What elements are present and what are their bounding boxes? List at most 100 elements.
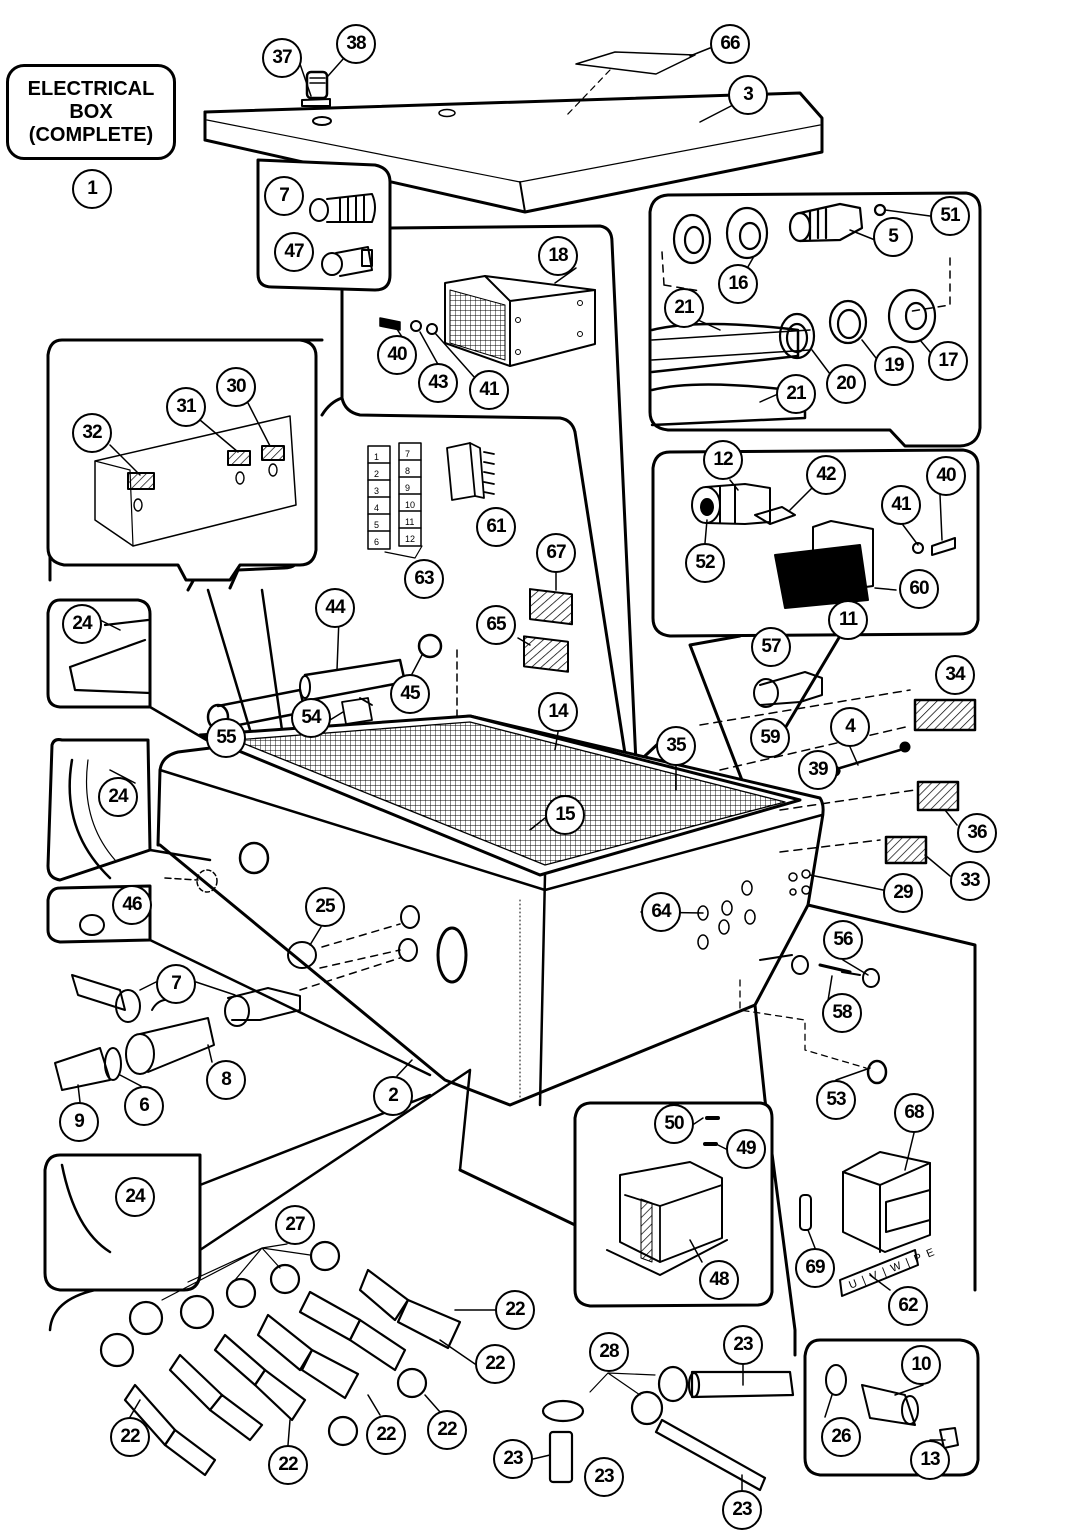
part-callout-58[interactable]: 58	[822, 993, 862, 1033]
part-callout-3[interactable]: 3	[728, 75, 768, 115]
part-callout-41[interactable]: 41	[469, 370, 509, 410]
part-callout-28[interactable]: 28	[589, 1332, 629, 1372]
part-callout-60[interactable]: 60	[899, 569, 939, 609]
part-callout-6[interactable]: 6	[124, 1086, 164, 1126]
part-callout-39[interactable]: 39	[798, 750, 838, 790]
terminal-number: 4	[374, 503, 380, 513]
terminal-number: 1	[374, 452, 380, 462]
part-callout-69[interactable]: 69	[795, 1248, 835, 1288]
part-callout-61[interactable]: 61	[476, 507, 516, 547]
terminal-number: 7	[405, 449, 411, 459]
part-callout-49[interactable]: 49	[726, 1129, 766, 1169]
part-callout-25[interactable]: 25	[305, 887, 345, 927]
connector-61	[446, 442, 495, 501]
part-callout-20[interactable]: 20	[826, 364, 866, 404]
part-callout-64[interactable]: 64	[641, 892, 681, 932]
part-callout-50[interactable]: 50	[654, 1104, 694, 1144]
part-callout-23[interactable]: 23	[584, 1457, 624, 1497]
part-callout-48[interactable]: 48	[699, 1260, 739, 1300]
part-callout-53[interactable]: 53	[816, 1080, 856, 1120]
part-callout-22[interactable]: 22	[366, 1415, 406, 1455]
part-callout-37[interactable]: 37	[262, 38, 302, 78]
part-callout-43[interactable]: 43	[418, 363, 458, 403]
part-callout-19[interactable]: 19	[874, 346, 914, 386]
part-callout-23[interactable]: 23	[722, 1490, 762, 1530]
part-callout-35[interactable]: 35	[656, 726, 696, 766]
part-callout-62[interactable]: 62	[888, 1286, 928, 1326]
part-callout-24[interactable]: 24	[115, 1177, 155, 1217]
part-callout-55[interactable]: 55	[206, 718, 246, 758]
panel-24-hose	[46, 598, 432, 1077]
part-callout-16[interactable]: 16	[718, 264, 758, 304]
part-callout-9[interactable]: 9	[59, 1102, 99, 1142]
part-callout-7[interactable]: 7	[264, 176, 304, 216]
part-callout-42[interactable]: 42	[806, 455, 846, 495]
part-callout-7[interactable]: 7	[156, 964, 196, 1004]
part-callout-11[interactable]: 11	[828, 600, 868, 640]
part-callout-54[interactable]: 54	[291, 698, 331, 738]
part-callout-17[interactable]: 17	[928, 341, 968, 381]
part-callout-10[interactable]: 10	[901, 1345, 941, 1385]
part-callout-40[interactable]: 40	[377, 335, 417, 375]
part-callout-30[interactable]: 30	[216, 367, 256, 407]
part-callout-56[interactable]: 56	[823, 920, 863, 960]
part-callout-45[interactable]: 45	[390, 674, 430, 714]
part-callout-22[interactable]: 22	[268, 1445, 308, 1485]
part-callout-67[interactable]: 67	[536, 533, 576, 573]
part-callout-5[interactable]: 5	[873, 217, 913, 257]
part-callout-65[interactable]: 65	[476, 605, 516, 645]
part-callout-41[interactable]: 41	[881, 485, 921, 525]
terminal-number: 6	[374, 537, 380, 547]
title-line-1: ELECTRICAL	[27, 77, 155, 100]
part-callout-63[interactable]: 63	[404, 559, 444, 599]
part-callout-22[interactable]: 22	[427, 1410, 467, 1450]
hose-set-23-28	[541, 1365, 795, 1492]
part-callout-8[interactable]: 8	[206, 1060, 246, 1100]
part-callout-21[interactable]: 21	[664, 288, 704, 328]
part-callout-18[interactable]: 18	[538, 236, 578, 276]
terminal-number: 12	[405, 534, 416, 544]
part-callout-40[interactable]: 40	[926, 456, 966, 496]
part-callout-38[interactable]: 38	[336, 24, 376, 64]
part-callout-21[interactable]: 21	[776, 374, 816, 414]
part-callout-13[interactable]: 13	[910, 1440, 950, 1480]
part-callout-66[interactable]: 66	[710, 24, 750, 64]
part-callout-22[interactable]: 22	[110, 1417, 150, 1457]
part-callout-12[interactable]: 12	[703, 440, 743, 480]
part-callout-22[interactable]: 22	[475, 1344, 515, 1384]
hose-set-22-27	[99, 1240, 462, 1477]
lid	[203, 51, 824, 214]
enclosure-body	[156, 633, 977, 1357]
part-callout-32[interactable]: 32	[72, 413, 112, 453]
contactor-68	[799, 1151, 931, 1297]
part-callout-59[interactable]: 59	[750, 718, 790, 758]
part-callout-68[interactable]: 68	[894, 1093, 934, 1133]
part-callout-15[interactable]: 15	[545, 795, 585, 835]
terminal-number: 9	[405, 483, 411, 493]
part-callout-51[interactable]: 51	[930, 196, 970, 236]
part-callout-14[interactable]: 14	[538, 692, 578, 732]
part-callout-52[interactable]: 52	[685, 543, 725, 583]
part-callout-46[interactable]: 46	[112, 885, 152, 925]
part-callout-22[interactable]: 22	[495, 1290, 535, 1330]
part-callout-31[interactable]: 31	[166, 387, 206, 427]
part-callout-title[interactable]: 1	[72, 169, 112, 209]
part-callout-23[interactable]: 23	[723, 1325, 763, 1365]
part-callout-33[interactable]: 33	[950, 861, 990, 901]
panel-transformer	[573, 1101, 774, 1308]
part-callout-29[interactable]: 29	[883, 873, 923, 913]
title-line-2: BOX	[69, 100, 113, 123]
part-callout-44[interactable]: 44	[315, 588, 355, 628]
fittings-left	[54, 923, 401, 1091]
part-callout-23[interactable]: 23	[493, 1439, 533, 1479]
part-callout-34[interactable]: 34	[935, 655, 975, 695]
part-callout-2[interactable]: 2	[373, 1076, 413, 1116]
part-callout-26[interactable]: 26	[821, 1417, 861, 1457]
part-callout-24[interactable]: 24	[98, 777, 138, 817]
part-callout-36[interactable]: 36	[957, 813, 997, 853]
part-callout-47[interactable]: 47	[274, 232, 314, 272]
part-callout-27[interactable]: 27	[275, 1205, 315, 1245]
part-callout-4[interactable]: 4	[830, 707, 870, 747]
part-callout-24[interactable]: 24	[62, 604, 102, 644]
part-callout-57[interactable]: 57	[751, 627, 791, 667]
